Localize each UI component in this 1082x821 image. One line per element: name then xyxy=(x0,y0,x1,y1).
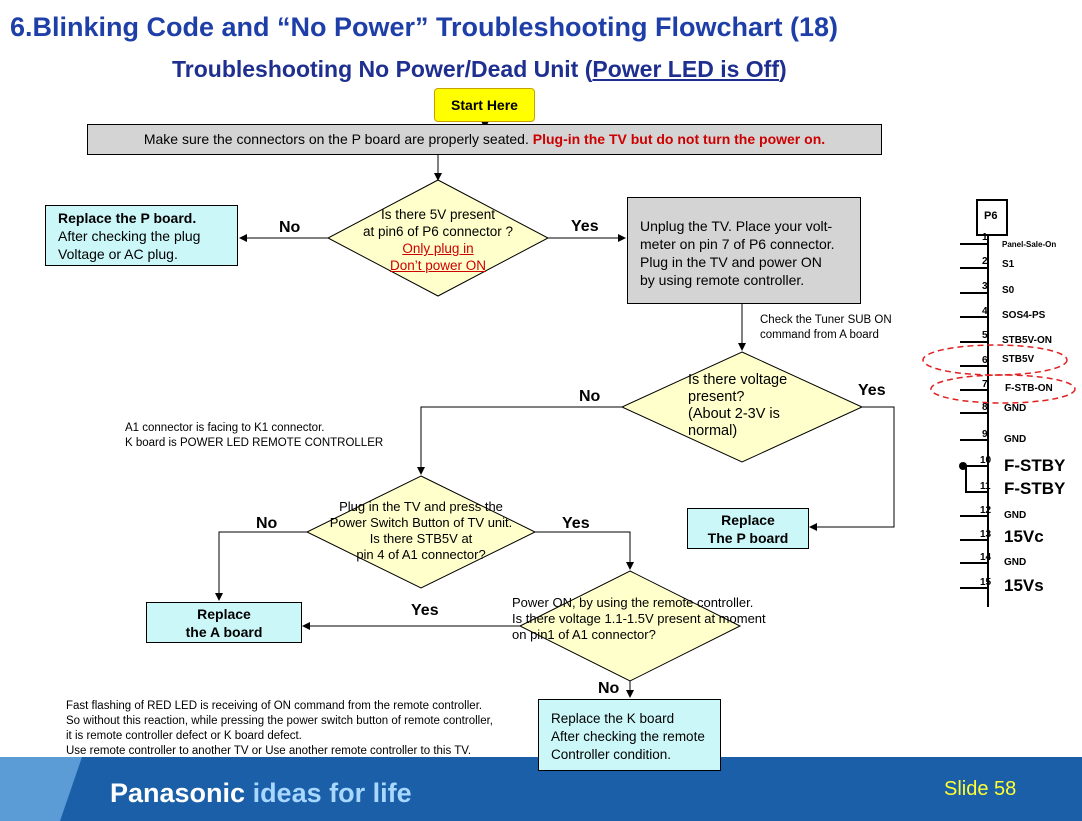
decision-diamond-stb5v xyxy=(305,475,537,589)
pin-3-number: 3 xyxy=(982,281,988,292)
label-yes-d2: Yes xyxy=(858,382,886,399)
decision-remote-text: Power ON, by using the remote controller… xyxy=(512,595,766,642)
decision-diamond-5v xyxy=(326,179,550,297)
pin-7-number: 7 xyxy=(982,379,988,390)
arrow-d2-yes xyxy=(809,406,895,531)
slide-number: Slide 58 xyxy=(944,778,1017,800)
pin-14-number: 14 xyxy=(980,552,992,563)
decision-stb5v-text: Plug in the TV and press the Power Switc… xyxy=(329,499,513,562)
arrow-d3-yes xyxy=(535,531,634,570)
pin-12-number: 12 xyxy=(980,505,992,516)
pin-2-label: S1 xyxy=(1002,259,1015,270)
label-no-d1: No xyxy=(279,219,301,236)
arrow-d2-no xyxy=(417,406,622,475)
pin-4-number: 4 xyxy=(982,306,988,317)
pin-5-label: STB5V-ON xyxy=(1002,335,1053,346)
panasonic-logo: Panasonic ideas for life xyxy=(110,778,412,808)
label-no-d3: No xyxy=(256,515,278,532)
pin-8-label: GND xyxy=(1004,403,1027,414)
unplug-measure-box: Unplug the TV. Place your volt- meter on… xyxy=(627,197,861,304)
pin-1-label: Panel-Sale-On xyxy=(1002,240,1057,249)
start-box: Start Here xyxy=(434,88,535,122)
label-yes-d4: Yes xyxy=(411,602,439,619)
arrow-d3-no xyxy=(215,531,307,601)
decision-voltage-text: Is there voltage present? (About 2-3V is… xyxy=(688,372,788,439)
pin-4-label: SOS4-PS xyxy=(1002,310,1046,321)
pin-10-label: F-STBY xyxy=(1004,456,1066,475)
label-yes-d1: Yes xyxy=(571,218,599,235)
pin-14-label: GND xyxy=(1004,557,1027,568)
pin-13-label: 15Vc xyxy=(1004,527,1044,546)
pin-15-label: 15Vs xyxy=(1004,576,1044,595)
pin-15-number: 15 xyxy=(980,577,992,588)
pin-13-number: 13 xyxy=(980,529,992,540)
pin-6-number: 6 xyxy=(982,355,988,366)
pin-3-label: S0 xyxy=(1002,285,1015,296)
label-no-d2: No xyxy=(579,388,601,405)
p6-connector-diagram xyxy=(922,199,1076,607)
pin-11-number: 11 xyxy=(980,481,991,492)
step-check-connectors: Make sure the connectors on the P board … xyxy=(87,124,882,155)
a1-connector-note: A1 connector is facing to K1 connector. … xyxy=(125,422,384,449)
pin-11-label: F-STBY xyxy=(1004,479,1066,498)
pin-2-number: 2 xyxy=(982,256,988,267)
replace-p-board-box: Replace the P board. After checking the … xyxy=(45,205,238,266)
label-yes-d3: Yes xyxy=(562,515,590,532)
page-title: 6.Blinking Code and “No Power” Troublesh… xyxy=(10,12,839,42)
pin-12-label: GND xyxy=(1004,510,1027,521)
replace-p-board-box-2: Replace The P board xyxy=(687,508,809,549)
replace-a-board-box: Replace the A board xyxy=(146,602,302,643)
pin-1-number: 1 xyxy=(982,232,988,243)
pin-5-number: 5 xyxy=(982,330,988,341)
pin-7-label: F-STB-ON xyxy=(1005,383,1053,394)
decision-diamond-voltage xyxy=(620,351,864,463)
pin-8-number: 8 xyxy=(982,402,988,413)
check-tuner-note: Check the Tuner SUB ON command from A bo… xyxy=(760,314,892,341)
page-subtitle: Troubleshooting No Power/Dead Unit (Powe… xyxy=(172,56,787,82)
decision-5v-text: Is there 5V present at pin6 of P6 connec… xyxy=(362,207,514,273)
fast-flashing-note: Fast flashing of RED LED is receiving of… xyxy=(66,700,493,757)
connector-name: P6 xyxy=(984,210,998,222)
footer-accent xyxy=(0,757,82,821)
pin-9-number: 9 xyxy=(982,429,988,440)
label-no-d4: No xyxy=(598,680,620,697)
replace-k-board-box: Replace the K board After checking the r… xyxy=(538,699,721,771)
pin-6-label: STB5V xyxy=(1002,354,1035,365)
pin-10-number: 10 xyxy=(980,455,992,466)
pin-9-label: GND xyxy=(1004,434,1027,445)
